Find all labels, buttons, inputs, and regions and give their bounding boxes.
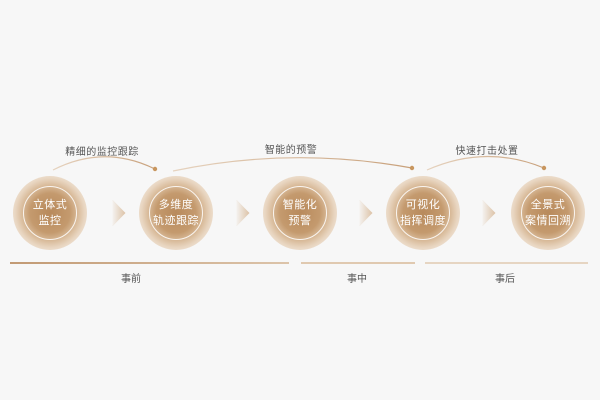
node-label-line1: 立体式 <box>32 198 68 211</box>
chevron-right-icon <box>236 200 250 226</box>
arc-1 <box>52 156 156 171</box>
arc-3-dot <box>541 165 547 171</box>
chevron-right-icon <box>112 200 126 226</box>
chevron-right-icon <box>359 200 373 226</box>
node-label-line2: 监控 <box>38 214 62 227</box>
phase-bar-during <box>301 262 415 264</box>
arc-label-tracking: 精细的监控跟踪 <box>65 147 139 158</box>
arc-2 <box>172 157 413 172</box>
node-3d-monitoring: 立体式监控 <box>13 176 87 250</box>
node-smart-warning: 智能化预警 <box>263 176 337 250</box>
node-ring <box>149 186 203 240</box>
phase-bar-after <box>425 262 588 264</box>
node-ring <box>23 186 77 240</box>
node-ring <box>396 186 450 240</box>
node-ring <box>521 186 575 240</box>
node-label-line2: 案情回溯 <box>525 214 571 227</box>
node-label-line1: 可视化 <box>405 198 441 211</box>
arc-2-dot <box>409 165 415 171</box>
node-label-line1: 全景式 <box>530 198 566 211</box>
node-case-review: 全景式案情回溯 <box>511 176 585 250</box>
node-label-line2: 指挥调度 <box>400 214 446 227</box>
chevron-right-icon <box>482 200 496 226</box>
phase-label-during: 事中 <box>347 274 367 285</box>
node-label-line2: 轨迹跟踪 <box>153 214 199 227</box>
phase-label-after: 事后 <box>495 274 515 285</box>
node-label-line1: 智能化 <box>282 198 318 211</box>
phase-bar-before <box>10 262 289 264</box>
arc-label-response: 快速打击处置 <box>455 146 519 157</box>
node-trajectory-tracking: 多维度轨迹跟踪 <box>139 176 213 250</box>
phase-label-before: 事前 <box>121 274 141 285</box>
arc-label-warning: 智能的预警 <box>264 145 318 156</box>
node-label-line2: 预警 <box>288 214 312 227</box>
arc-3 <box>426 155 545 171</box>
node-ring <box>273 186 327 240</box>
arc-1-dot <box>152 166 158 172</box>
node-label-line1: 多维度 <box>158 198 194 211</box>
node-visual-dispatch: 可视化指挥调度 <box>386 176 460 250</box>
